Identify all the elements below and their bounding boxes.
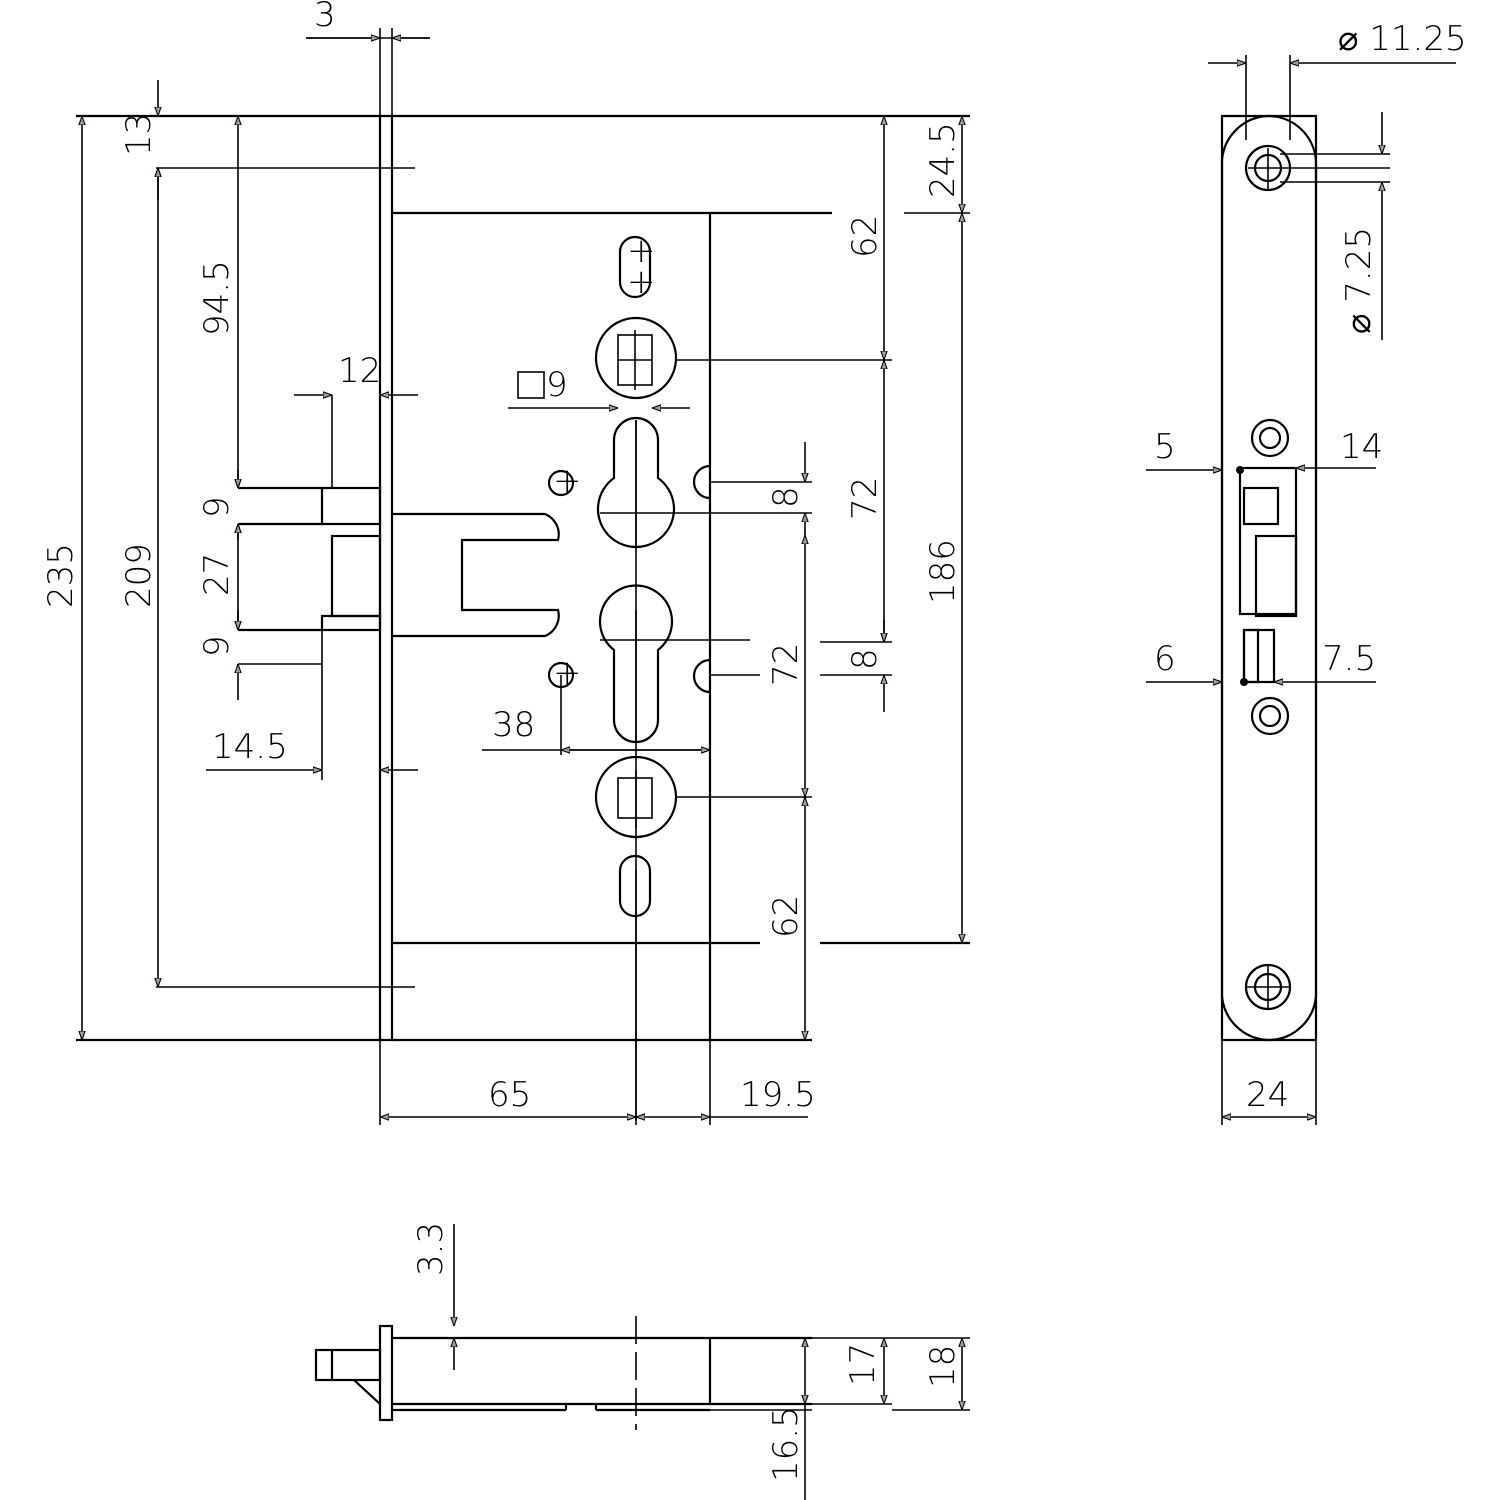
dim-14-5: 14.5: [212, 727, 288, 767]
dim-8-right: 8: [845, 648, 885, 670]
top-latch: [314, 1348, 382, 1382]
dim-dia-7-25: ⌀ 7.25: [1339, 227, 1379, 334]
half-screw-lower: [692, 658, 711, 694]
svg-text:+: +: [553, 653, 582, 693]
dim-8-upper: 8: [766, 486, 806, 508]
dim-7-5: 7.5: [1322, 639, 1376, 679]
dim-18: 18: [923, 1345, 963, 1388]
svg-text:+: +: [627, 231, 656, 271]
dim-62-lower: 62: [766, 895, 806, 938]
dim-14: 14: [1340, 427, 1383, 467]
dim-3: 3: [314, 0, 336, 35]
dim-13: 13: [119, 113, 159, 156]
dim-9-bottom: 9: [197, 635, 237, 657]
upper-spindle-hub: [594, 316, 678, 400]
dim-72-right: 72: [845, 477, 885, 520]
dim-16-5: 16.5: [766, 1406, 806, 1482]
svg-text:+: +: [627, 262, 656, 302]
top-view: 3.3 17 18 16.5: [314, 1222, 970, 1500]
dead-bolt: [330, 534, 382, 618]
bottom-oval-slot: [618, 854, 652, 918]
middle-screw-upper: [1250, 418, 1290, 458]
dim-62-upper: 62: [845, 215, 885, 258]
svg-text:+: +: [553, 461, 582, 501]
dim-65: 65: [488, 1075, 531, 1115]
square-symbol: [517, 371, 545, 399]
middle-screw-lower: [1250, 696, 1290, 736]
dim-24: 24: [1246, 1075, 1289, 1115]
dim-24-5: 24.5: [923, 122, 963, 198]
dim-square-9: 9: [546, 365, 568, 405]
side-view: ⌀ 11.25 ⌀ 7.25 5 14 6 7.5 24: [1146, 19, 1467, 1125]
dim-27: 27: [197, 553, 237, 596]
dim-38: 38: [492, 705, 535, 745]
dim-209: 209: [119, 543, 159, 608]
dim-17: 17: [843, 1343, 883, 1386]
dim-235: 235: [41, 543, 81, 608]
half-screw-upper: [692, 464, 711, 500]
dim-19-5: 19.5: [740, 1075, 816, 1115]
dim-dia-11-25: ⌀ 11.25: [1338, 19, 1467, 59]
front-view: + + + +: [41, 0, 970, 1125]
latch-slot: [392, 512, 560, 638]
dim-9-top: 9: [197, 496, 237, 518]
dim-6: 6: [1154, 639, 1176, 679]
dim-3-3: 3.3: [411, 1222, 451, 1276]
latch-opening: [1238, 466, 1298, 616]
screw-upper-left: [547, 469, 575, 497]
dim-94-5: 94.5: [197, 260, 237, 336]
forend-outline: [1220, 114, 1318, 1042]
upper-keyhole: [596, 416, 676, 549]
dim-72-inner: 72: [766, 643, 806, 686]
dim-12: 12: [338, 351, 381, 391]
top-forend: [378, 1324, 394, 1422]
forend-plate: [378, 114, 394, 1042]
top-oval-slot: [618, 235, 652, 299]
dim-5: 5: [1154, 427, 1176, 467]
latch-bolt: [320, 486, 382, 526]
dim-186: 186: [923, 539, 963, 604]
